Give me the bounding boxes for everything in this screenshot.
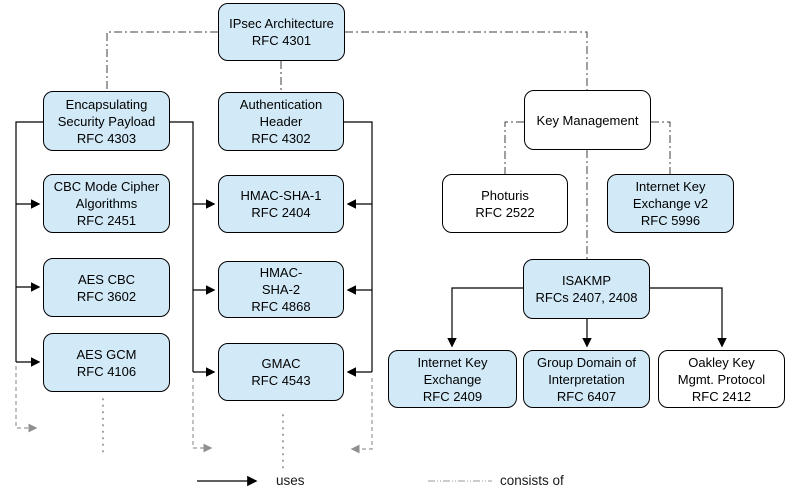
node-label: Oakley Key Mgmt. Protocol RFC 2412 (677, 354, 766, 404)
node-hmac-sha-2: HMAC- SHA-2 RFC 4868 (218, 261, 344, 318)
node-label: ISAKMP RFCs 2407, 2408 (535, 273, 638, 305)
node-label: HMAC- SHA-2 RFC 4868 (251, 265, 311, 314)
node-label: IPsec Architecture RFC 4301 (229, 16, 334, 48)
node-label: Photuris RFC 2522 (475, 187, 535, 220)
node-label: CBC Mode Cipher Algorithms RFC 2451 (53, 179, 160, 228)
node-cbc-mode-cipher: CBC Mode Cipher Algorithms RFC 2451 (43, 174, 170, 233)
ellipsis-dots (102, 398, 284, 469)
node-esp: Encapsulating Security Payload RFC 4303 (43, 91, 170, 151)
node-authentication-header: Authentication Header RFC 4302 (218, 92, 344, 151)
node-ike-v2: Internet Key Exchange v2 RFC 5996 (607, 174, 734, 233)
node-label: Internet Key Exchange RFC 2409 (417, 354, 488, 404)
node-label: HMAC-SHA-1 RFC 2404 (240, 188, 322, 220)
node-label: Internet Key Exchange v2 RFC 5996 (632, 179, 709, 228)
node-key-management: Key Management (524, 90, 651, 150)
rail-esp-left (15, 121, 43, 362)
node-gdoi: Group Domain of Interpretation RFC 6407 (523, 350, 650, 408)
rail-ah-right (344, 121, 373, 372)
node-gmac: GMAC RFC 4543 (218, 343, 344, 401)
node-label: Key Management (536, 112, 639, 128)
node-label: AES GCM RFC 4106 (76, 346, 137, 379)
node-label: Encapsulating Security Payload RFC 4303 (57, 96, 156, 146)
node-oakley: Oakley Key Mgmt. Protocol RFC 2412 (658, 350, 785, 408)
uses-connectors (15, 121, 727, 377)
node-label: GMAC RFC 4543 (251, 356, 311, 388)
edge-isakmp-ike (447, 287, 523, 348)
node-photuris: Photuris RFC 2522 (442, 174, 568, 233)
consists-of-connectors (106, 31, 671, 259)
edge-isakmp-oakley (650, 287, 727, 348)
legend-uses-label: uses (276, 473, 305, 488)
edge-ipsec-km (345, 31, 588, 90)
node-internet-key-exchange: Internet Key Exchange RFC 2409 (388, 350, 517, 408)
node-aes-gcm: AES GCM RFC 4106 (43, 333, 170, 392)
continuation-arrows (15, 366, 373, 454)
node-ipsec-architecture: IPsec Architecture RFC 4301 (218, 3, 345, 61)
node-isakmp: ISAKMP RFCs 2407, 2408 (523, 259, 650, 319)
node-label: Authentication Header RFC 4302 (239, 97, 323, 146)
node-label: AES CBC RFC 3602 (76, 271, 137, 304)
node-aes-cbc: AES CBC RFC 3602 (43, 258, 170, 317)
rail-esp-right (170, 121, 194, 372)
legend-consists-of-label: consists of (500, 473, 564, 488)
edge-ipsec-esp (106, 31, 218, 90)
edge-km-ikev2 (651, 121, 671, 174)
node-label: Group Domain of Interpretation RFC 6407 (537, 354, 636, 404)
node-hmac-sha-1: HMAC-SHA-1 RFC 2404 (218, 175, 344, 233)
edge-km-photuris (504, 121, 524, 174)
